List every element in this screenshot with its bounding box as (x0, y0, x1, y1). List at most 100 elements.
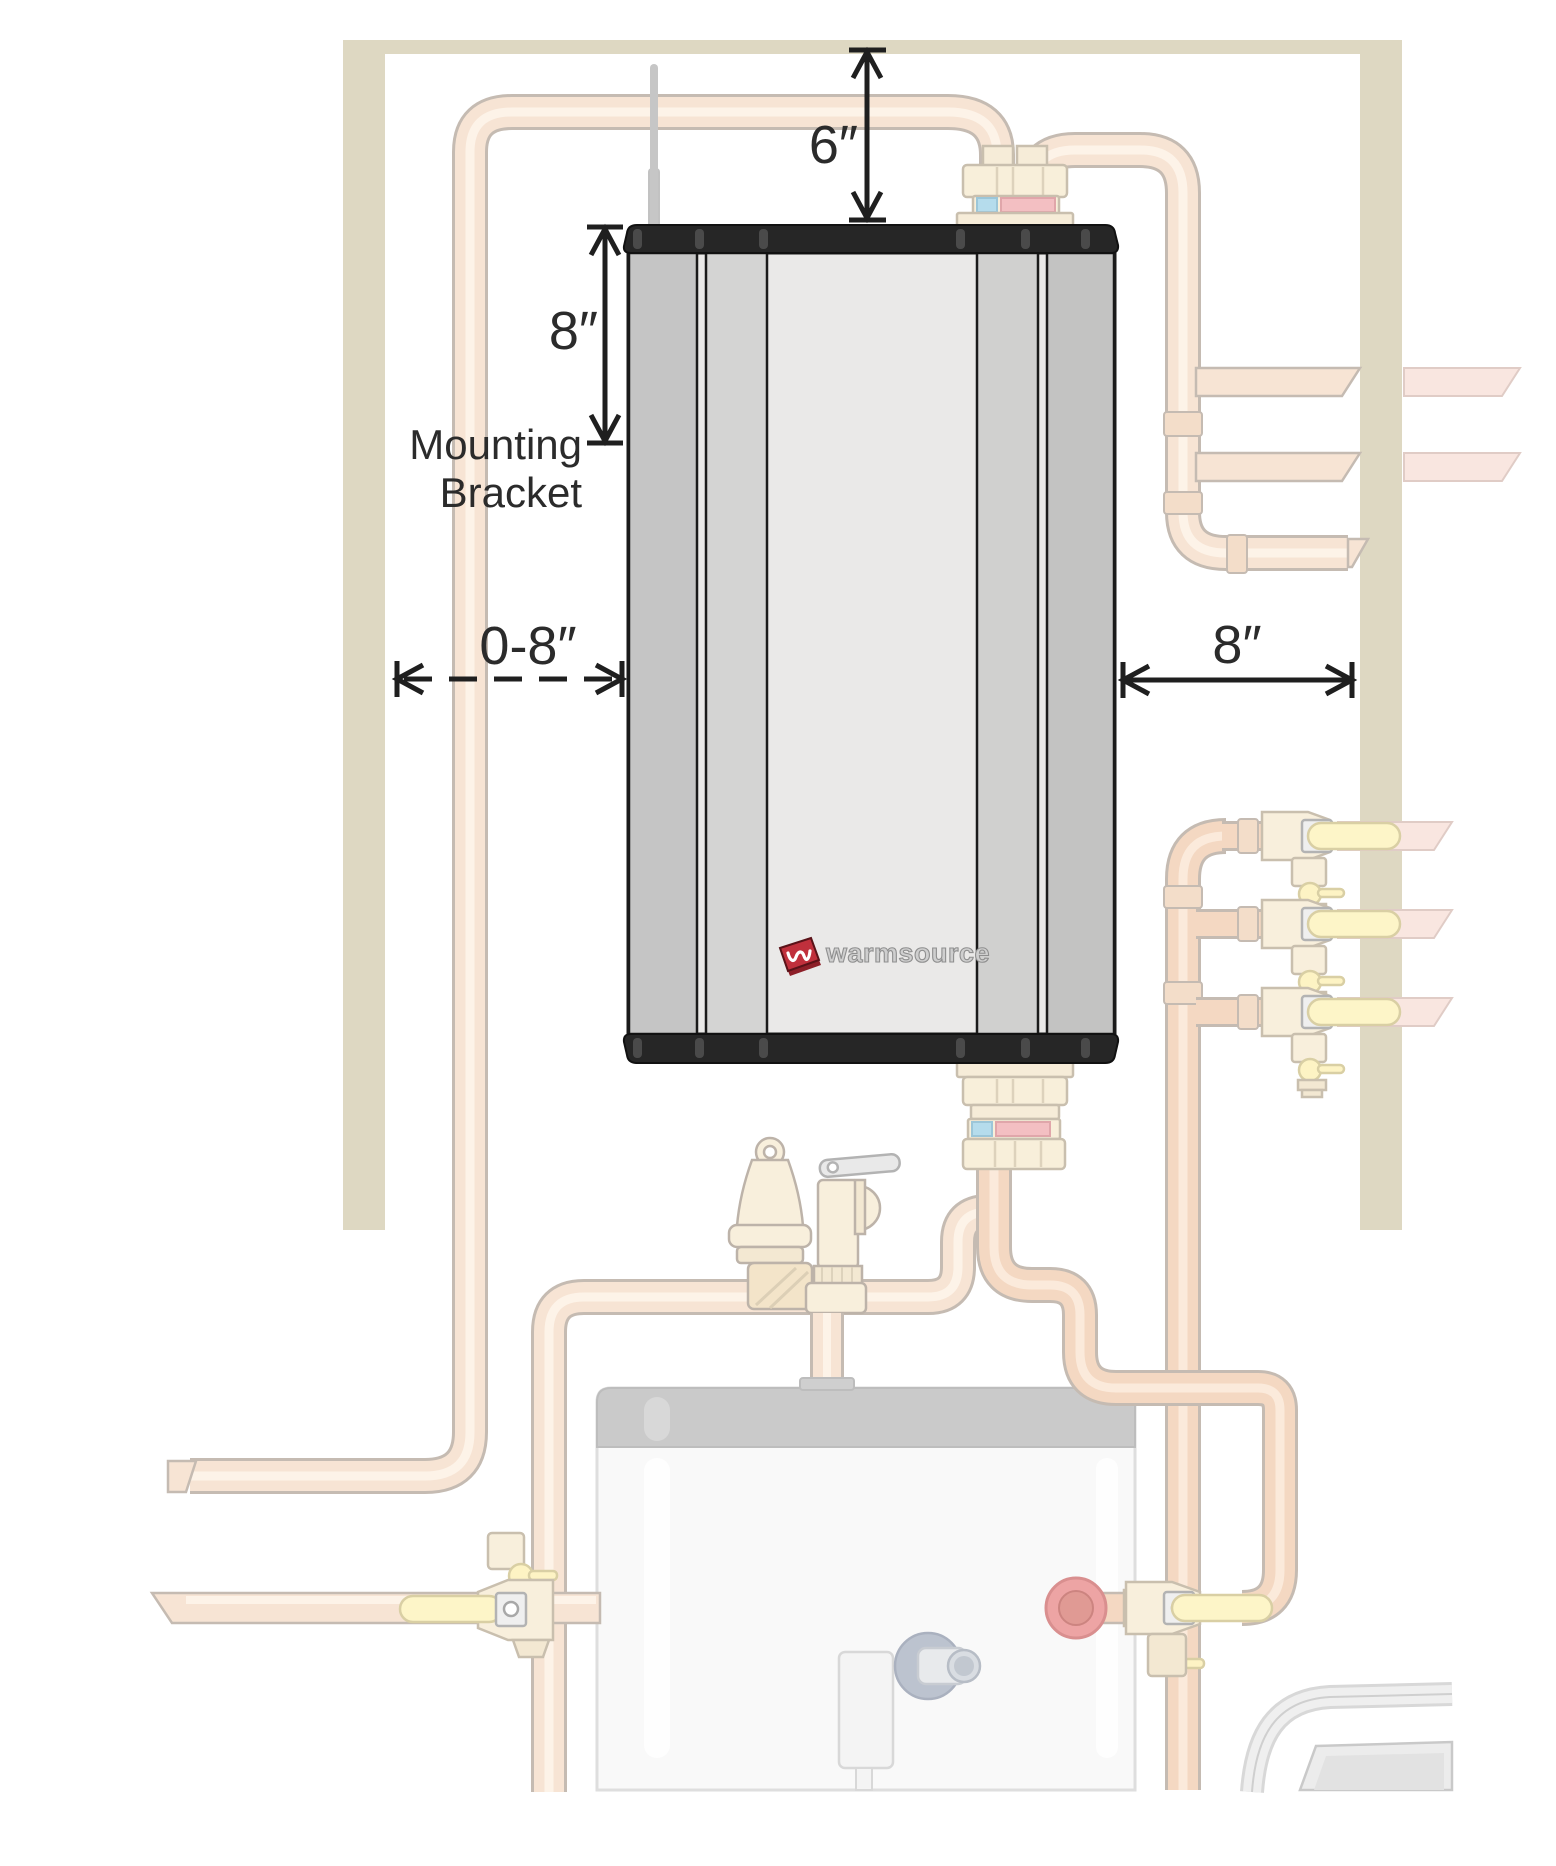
bottom-cap-slots (633, 1038, 1090, 1058)
tank-left-supply (149, 1531, 602, 1659)
pipe-run-unit-drain (976, 1165, 1298, 1626)
top-cap-slots (633, 229, 1090, 249)
brand-logo: warmsource (778, 936, 990, 976)
heater-panel-inner-left (704, 251, 769, 1036)
label-top-clearance: 6″ (809, 115, 858, 175)
valve-top-port (486, 1531, 526, 1571)
heater-unit: warmsource (622, 224, 1120, 1064)
valve-lever (1170, 1593, 1274, 1623)
unit-top-fitting (955, 144, 1075, 230)
hot-band (1000, 197, 1056, 213)
valve-pivot-pin (502, 1600, 520, 1618)
label-mounting: Mounting (409, 421, 582, 468)
air-vent-flange (727, 1223, 813, 1249)
relief-valve-assembly (727, 1136, 901, 1315)
tp-valve-tee (804, 1281, 868, 1315)
pipe-coupling (1237, 818, 1259, 854)
heater-panel-outer-right (1045, 251, 1116, 1036)
fitting-nut-row (961, 163, 1069, 199)
heater-top-cap (622, 224, 1120, 254)
ball-valve-row-2 (1260, 898, 1402, 1011)
valve-lever (398, 1594, 504, 1624)
cold-band (976, 197, 998, 213)
tank-boss-cap-inner (954, 1656, 974, 1676)
air-vent-body (735, 1158, 805, 1228)
valve-lever (1306, 821, 1402, 851)
pipe-stub-faint (1403, 452, 1522, 482)
pipe-coupling (1226, 534, 1248, 574)
pipe-coupling (1163, 491, 1203, 515)
tp-valve-plate (853, 1178, 867, 1236)
pipe-stub (1194, 451, 1363, 483)
antenna (648, 64, 660, 228)
tp-valve-body (816, 1178, 860, 1270)
ball-valves-manifold (1260, 810, 1402, 1099)
heater-panel-outer-left (627, 251, 699, 1036)
wall-stud-right (1360, 53, 1402, 1230)
appliance-panel-inner (1314, 1753, 1444, 1790)
pipe-mitered-end (166, 1459, 198, 1494)
pipe-run-top-left (166, 94, 1015, 1494)
unit-bottom-fitting (955, 1059, 1075, 1171)
background-plumbing (149, 94, 1522, 1793)
ball-valve-tank-right (1122, 1580, 1274, 1678)
wall-framing (343, 40, 1402, 1230)
heater-body (626, 251, 1117, 1036)
valve-foot-tip (1300, 1088, 1324, 1099)
valve-tail (511, 1638, 551, 1659)
pipe-stub (1194, 366, 1363, 398)
ball-valve-tank-left (398, 1531, 559, 1659)
pipe-coupling (1237, 994, 1259, 1030)
drain-stem (1316, 1063, 1346, 1075)
pipe-mitered-end (1346, 537, 1371, 569)
dim-top-clearance (849, 46, 886, 224)
tank-control-panel (837, 1650, 895, 1770)
fitting-nut-row (961, 1075, 1069, 1107)
tank-front-details (837, 1631, 982, 1791)
pipe-coupling (1163, 885, 1203, 909)
label-bracket-clearance: 8″ (549, 301, 598, 361)
label-left-clearance: 0-8″ (479, 616, 576, 676)
drain-stem (527, 1569, 559, 1582)
logo-mark-icon (778, 936, 821, 976)
valve-foot (1296, 1078, 1328, 1092)
antenna-rod (650, 64, 658, 228)
drain-stem (1316, 975, 1346, 987)
label-bracket: Bracket (440, 469, 583, 516)
tp-valve-lever (818, 1153, 901, 1179)
dimension-annotations (391, 46, 1358, 698)
tank-body-highlight-left (644, 1458, 670, 1758)
tank-right-tapping (1044, 1576, 1274, 1678)
valve-lever (1306, 909, 1402, 939)
heater-panel-inner-right (975, 251, 1040, 1036)
cold-band (971, 1121, 993, 1137)
escutcheon-hub (1058, 1590, 1094, 1626)
heater-bottom-cap (622, 1033, 1120, 1064)
wall-stud-left (343, 53, 385, 1230)
tank-band-highlight (644, 1397, 670, 1441)
pipe-tp-to-tank (799, 1313, 855, 1391)
wall-top-plate (343, 40, 1402, 54)
pipe-run-center (531, 1194, 996, 1792)
pipe-coupling (1163, 411, 1203, 437)
tp-valve-lever-pivot (826, 1161, 840, 1174)
pipe-stub-faint (1403, 367, 1522, 397)
ball-valve-row-3 (1260, 986, 1402, 1099)
dim-bracket-height (587, 223, 623, 447)
fitting-spacer (969, 1103, 1061, 1121)
tank-top-band (596, 1387, 1136, 1448)
dim-right-clearance (1117, 662, 1358, 698)
tank-panel-stem (855, 1767, 873, 1791)
dim-left-clearance (391, 661, 628, 697)
air-vent-cap-dot (762, 1144, 778, 1160)
dimension-labels: 6″ 8″ Mounting Bracket 0-8″ 8″ (409, 115, 1261, 676)
pipe-coupling (1163, 981, 1203, 1005)
hot-band (995, 1121, 1051, 1137)
pipe-coupling (1237, 906, 1259, 942)
label-right-clearance: 8″ (1212, 615, 1261, 675)
drain-stem (1316, 887, 1346, 899)
logo-wordmark: warmsource (825, 938, 990, 968)
valve-lever (1306, 997, 1402, 1027)
tank-inlet-collar (799, 1377, 855, 1391)
